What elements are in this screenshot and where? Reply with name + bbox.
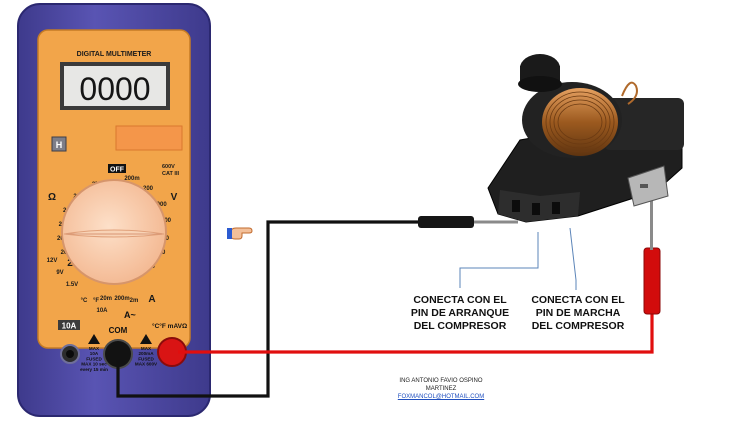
run-pin-caption: CONECTA CON EL PIN DE MARCHA DEL COMPRES… <box>528 294 628 333</box>
run-pin-caption-line3: DEL COMPRESOR <box>531 320 625 332</box>
rating-line1: 600V <box>162 164 175 170</box>
start-pin-caption-line2: PIN DE ARRANQUE <box>410 307 510 319</box>
tenA-label: 10A <box>62 322 77 331</box>
multimeter: DIGITAL MULTIMETER 0000 H 600V CAT III O… <box>17 3 211 417</box>
range-label: °C <box>81 298 88 304</box>
start-pin-caption: CONECTA CON EL PIN DE ARRANQUE DEL COMPR… <box>408 294 512 333</box>
red-probe-handle <box>643 247 661 315</box>
range-label: 20m <box>100 296 112 302</box>
credit-line1: ING ANTONIO FAVIO OSPINO <box>399 378 483 384</box>
red-probe-tip <box>650 198 653 250</box>
range-label: A <box>148 294 155 305</box>
meter-brand-label: DIGITAL MULTIMETER <box>77 51 152 58</box>
warning-icon-left <box>88 334 100 344</box>
coil-windings <box>545 91 615 153</box>
relay-housing <box>604 98 684 150</box>
fuse-text-line: MAX 600V <box>135 362 158 367</box>
fuse-text-line: MAX <box>141 346 152 351</box>
red-test-lead <box>178 198 661 354</box>
fuse-text-line: FUSED <box>138 356 154 361</box>
com-label: COM <box>109 326 128 335</box>
range-label: 200 <box>143 186 154 192</box>
relay-slot-1 <box>512 200 520 212</box>
relay-coil[interactable] <box>542 88 618 156</box>
black-probe-handle <box>418 216 474 228</box>
range-label: Ω <box>48 192 56 203</box>
start-pin-caption-line3: DEL COMPRESOR <box>413 320 507 332</box>
range-label: 200m <box>114 296 129 302</box>
range-label: °F <box>93 298 99 304</box>
range-label: 200m <box>124 176 139 182</box>
tenA-label-box <box>58 320 80 330</box>
relay-terminal-hole <box>640 184 648 188</box>
black-test-lead <box>116 216 518 398</box>
range-label: 10A <box>96 308 108 314</box>
start-pin-caption-line1: CONECTA CON EL <box>413 294 507 306</box>
pointing-hand-icon <box>227 227 253 240</box>
fuse-text-line: every 15 min <box>80 367 108 372</box>
range-label: 9V <box>56 270 63 276</box>
jack-10A-hole <box>66 350 74 358</box>
hold-button[interactable] <box>51 136 67 152</box>
fuse-text-line: 10A <box>90 351 99 356</box>
relay-plunger-base <box>518 76 562 92</box>
lcd-screen <box>64 66 166 106</box>
range-label: V <box>171 192 178 203</box>
range-label: 2m <box>130 298 139 304</box>
relay-slot-2 <box>532 203 540 215</box>
hold-button-label: H <box>56 140 63 150</box>
compressor-relay <box>487 54 684 223</box>
rating-line2: CAT III <box>162 171 179 177</box>
credit-email-link[interactable]: FOXMANCOL@HOTMAIL.COM <box>397 394 485 400</box>
relay-spring-wire <box>621 81 638 105</box>
author-credit: ING ANTONIO FAVIO OSPINO MARTINEZ FOXMAN… <box>366 377 516 401</box>
acdc-label: A~ <box>124 310 136 320</box>
black-probe-tip <box>474 220 518 224</box>
range-label: 200 <box>161 218 172 224</box>
lcd-display-value: 0000 <box>79 71 150 107</box>
vohm-label: °C°F mAVΩ <box>152 322 187 330</box>
run-pin-caption-line2: PIN DE MARCHA <box>535 307 621 319</box>
off-label-box <box>108 164 126 173</box>
range-label: 1.5V <box>66 282 78 288</box>
fuse-text-line: 200mA <box>138 351 154 356</box>
fuse-text-line: MAX <box>89 346 100 351</box>
credit-line2: MARTINEZ <box>425 386 457 392</box>
off-label: OFF <box>110 167 125 174</box>
warning-icon-right <box>140 334 152 344</box>
range-label: 1000 <box>153 202 167 208</box>
caption-pointer-lines <box>459 227 577 290</box>
range-label: 12V <box>47 258 58 264</box>
backlight-window <box>115 125 183 151</box>
relay-slot-3 <box>552 202 560 214</box>
fuse-text-line: MAX 10 sec <box>81 362 107 367</box>
range-label: 2 <box>67 258 73 269</box>
range-label: 20 <box>61 250 68 256</box>
run-pin-caption-line1: CONECTA CON EL <box>531 294 625 306</box>
fuse-text-line: FUSED <box>86 356 102 361</box>
